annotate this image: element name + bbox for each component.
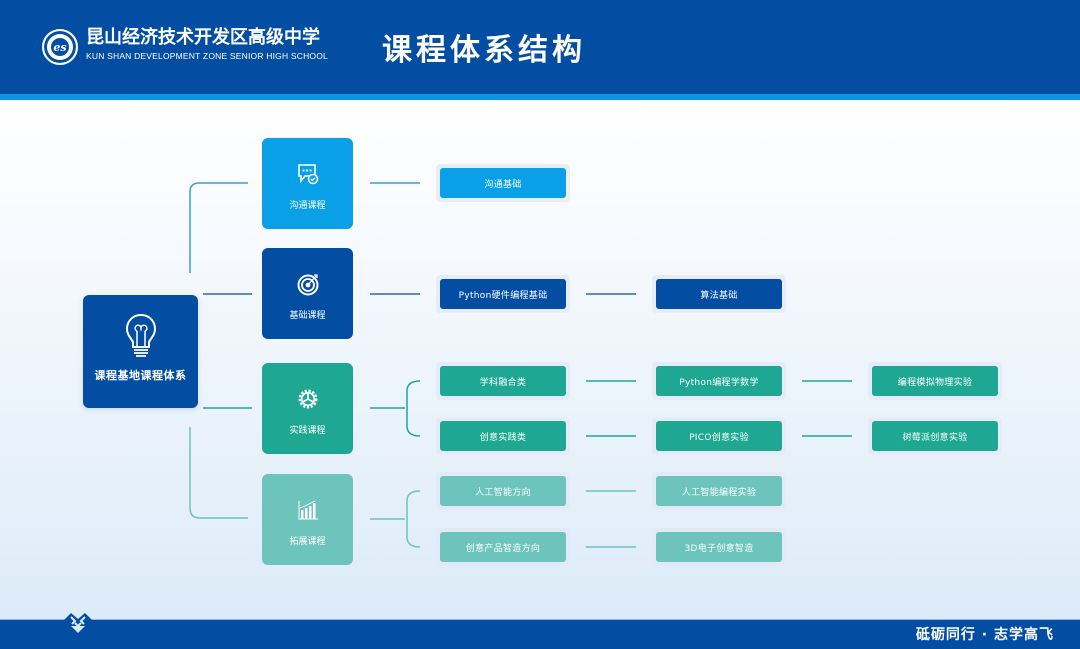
node-label: 算法基础	[656, 279, 782, 309]
category-label: 基础课程	[289, 311, 326, 321]
school-name-block: 昆山经济技术开发区高级中学 KUN SHAN DEVELOPMENT ZONE …	[86, 27, 348, 62]
node-label: 学科融合类	[440, 366, 566, 396]
node-label: 创意实践类	[440, 421, 566, 451]
node-label: Python编程学数学	[656, 366, 782, 396]
gear-icon	[298, 389, 317, 409]
school-name-en: KUN SHAN DEVELOPMENT ZONE SENIOR HIGH SC…	[86, 51, 328, 61]
root-node[interactable]: 课程基地课程体系	[83, 295, 198, 408]
root-label: 课程基地课程体系	[94, 369, 187, 382]
page-title: 课程体系结构	[382, 33, 586, 68]
node-python-math[interactable]: Python编程学数学	[652, 362, 786, 400]
node-label: Python硬件编程基础	[440, 279, 566, 309]
node-physics-sim[interactable]: 编程模拟物理实验	[868, 362, 1002, 400]
node-ai-direction[interactable]: 人工智能方向	[436, 472, 570, 510]
category-label: 实践课程	[289, 426, 326, 436]
category-practice[interactable]: 实践课程	[262, 363, 353, 454]
category-label: 沟通课程	[289, 201, 326, 211]
node-label: 3D电子创意智造	[656, 532, 782, 562]
bar-chart-icon	[298, 500, 318, 520]
node-comm-basics[interactable]: 沟通基础	[436, 164, 570, 202]
target-icon	[297, 274, 318, 296]
node-label: 人工智能方向	[440, 476, 566, 506]
node-python-hardware[interactable]: Python硬件编程基础	[436, 275, 570, 313]
node-label: 沟通基础	[440, 168, 566, 198]
category-communication[interactable]: 沟通课程	[262, 138, 353, 229]
node-creative-practice[interactable]: 创意实践类	[436, 417, 570, 455]
header-stripe	[0, 94, 1080, 100]
footer-bar	[0, 619, 1080, 649]
node-pico[interactable]: PICO创意实验	[652, 417, 786, 455]
lightbulb-icon	[125, 313, 156, 357]
node-label: PICO创意实验	[656, 421, 782, 451]
node-label: 创意产品智造方向	[440, 532, 566, 562]
category-foundation[interactable]: 基础课程	[262, 248, 353, 339]
node-interdisciplinary[interactable]: 学科融合类	[436, 362, 570, 400]
school-name-cn: 昆山经济技术开发区高级中学	[86, 27, 320, 48]
category-label: 拓展课程	[289, 537, 326, 547]
node-algorithm[interactable]: 算法基础	[652, 275, 786, 313]
node-label: 编程模拟物理实验	[872, 366, 998, 396]
header-bar	[0, 0, 1080, 94]
node-product-making[interactable]: 创意产品智造方向	[436, 528, 570, 566]
node-ai-programming[interactable]: 人工智能编程实验	[652, 472, 786, 510]
footer-emblem-icon	[64, 613, 92, 634]
school-logo: es	[42, 29, 78, 65]
school-emblem-icon: es	[51, 38, 69, 56]
chat-check-icon	[297, 164, 318, 185]
node-label: 树莓派创意实验	[872, 421, 998, 451]
node-3d-electronics[interactable]: 3D电子创意智造	[652, 528, 786, 566]
node-label: 人工智能编程实验	[656, 476, 782, 506]
category-extension[interactable]: 拓展课程	[262, 474, 353, 565]
footer-slogan: 砥砺同行 · 志学高飞	[915, 627, 1054, 643]
node-raspberry-pi[interactable]: 树莓派创意实验	[868, 417, 1002, 455]
